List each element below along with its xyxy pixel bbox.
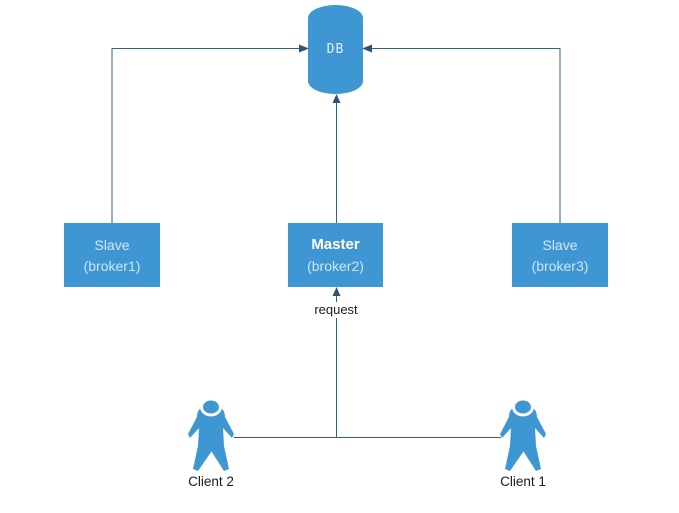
arrowhead-into-db-right [362, 44, 372, 53]
client1-person-icon [500, 398, 546, 471]
master-role: Master [311, 235, 360, 253]
db-node: DB [308, 5, 363, 94]
request-edge-label: request [311, 302, 361, 318]
master-node: Master (broker2) [288, 223, 383, 287]
broker1-name: (broker1) [83, 257, 141, 274]
arrowhead-into-db-bottom [332, 94, 341, 103]
db-label: DB [326, 42, 345, 57]
client2-person-icon [188, 398, 234, 471]
broker3-name: (broker3) [531, 257, 589, 274]
client2-label: Client 2 [188, 474, 234, 489]
master-name: (broker2) [307, 257, 364, 274]
arrowhead-into-db-left [299, 44, 309, 53]
broker1-node: Slave (broker1) [64, 223, 160, 287]
broker1-role: Slave [94, 236, 130, 253]
edge-broker1-to-db [111, 48, 300, 223]
broker3-role: Slave [542, 236, 578, 253]
broker3-node: Slave (broker3) [512, 223, 608, 287]
arrowhead-into-master [332, 287, 341, 296]
client1-label: Client 1 [500, 474, 546, 489]
edge-broker3-to-db [371, 48, 561, 223]
